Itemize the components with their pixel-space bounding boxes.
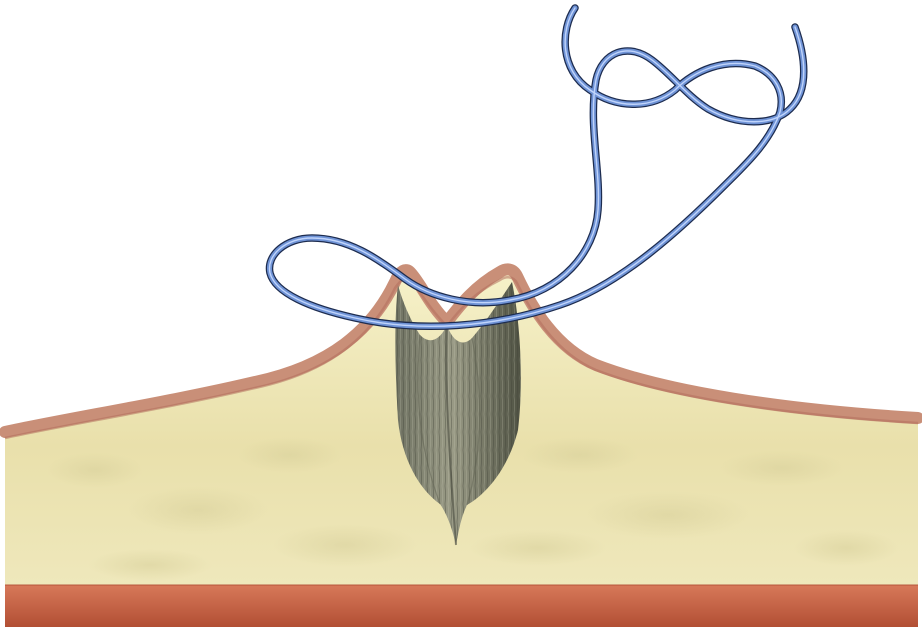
- suture-thread: [269, 8, 803, 326]
- muscle-layer: [5, 585, 918, 627]
